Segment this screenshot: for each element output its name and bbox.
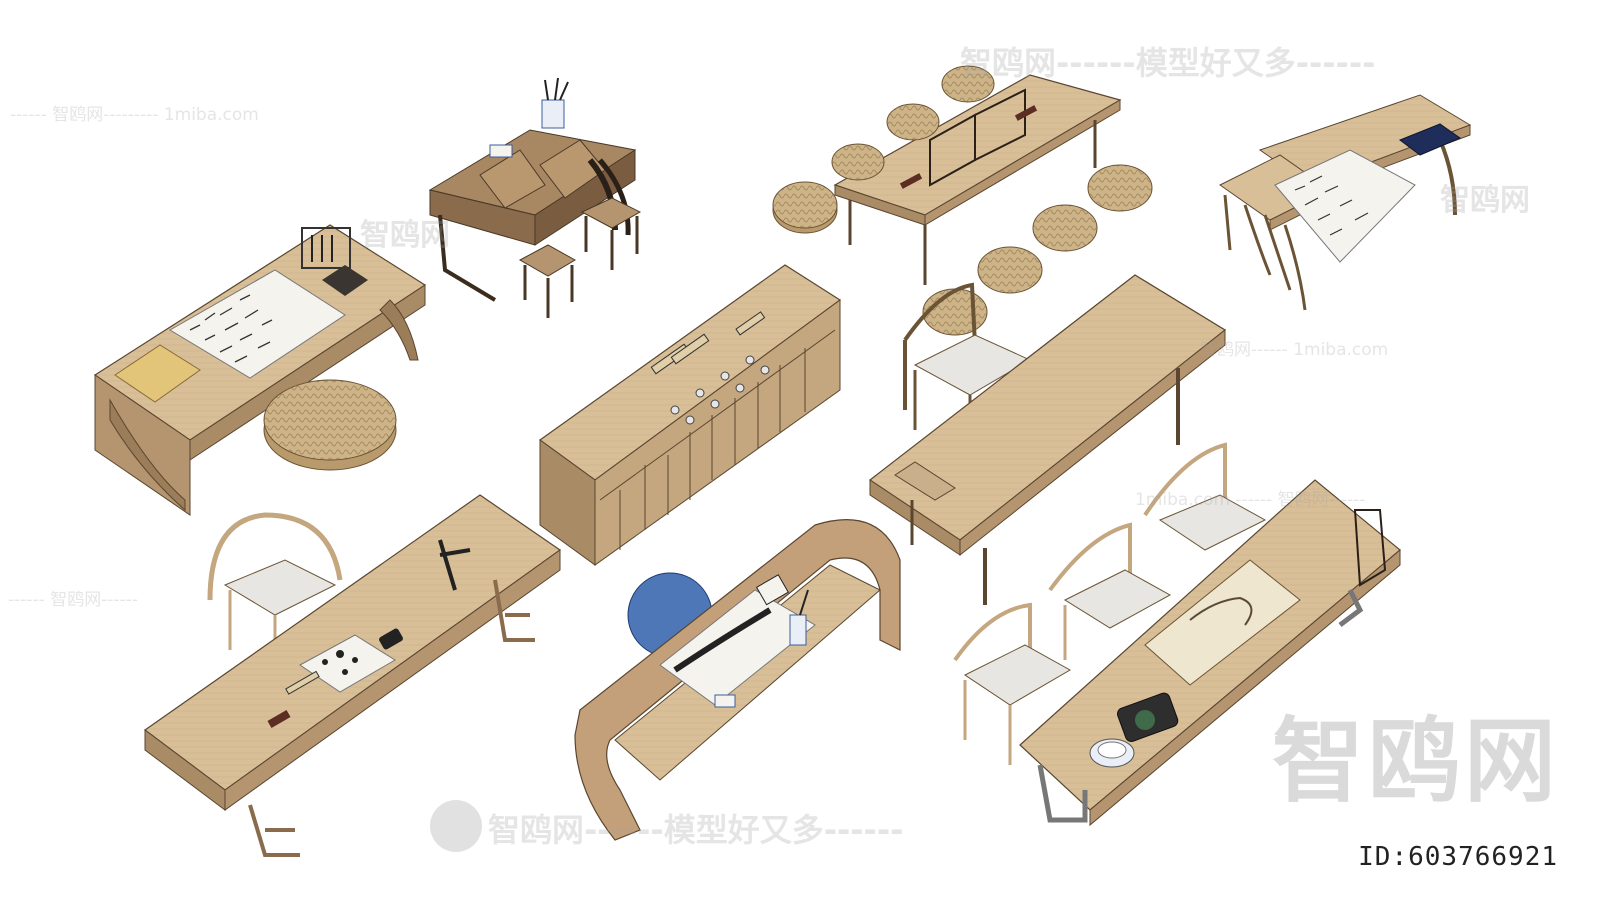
tea-table-with-cushions bbox=[772, 65, 1153, 336]
round-cushion bbox=[886, 103, 940, 141]
book bbox=[1398, 123, 1462, 156]
scroll bbox=[650, 311, 766, 375]
armchair bbox=[1143, 442, 1267, 551]
calligraphy-sheet bbox=[299, 634, 396, 693]
roundback-chair bbox=[207, 512, 343, 670]
ink-stone bbox=[322, 265, 368, 296]
round-cushion bbox=[977, 246, 1043, 294]
curved-scroll-desk bbox=[574, 519, 901, 841]
armchair bbox=[953, 602, 1072, 765]
ink-stone bbox=[379, 628, 403, 650]
calligraphy-desk-scroll bbox=[93, 224, 427, 516]
round-cushion bbox=[831, 143, 885, 181]
round-cushion bbox=[1032, 204, 1098, 252]
ink-painting-sheet bbox=[659, 589, 816, 706]
round-cushion bbox=[941, 65, 995, 103]
round-cushion bbox=[922, 288, 988, 336]
scroll-cabinet bbox=[538, 264, 842, 566]
straw-cushion bbox=[263, 379, 397, 471]
model-id: ID:603766921 bbox=[1358, 842, 1558, 872]
round-cushion bbox=[772, 181, 838, 234]
watermark-brand: 智鸥网 bbox=[1271, 708, 1560, 815]
brush-rack bbox=[301, 227, 351, 269]
armchair bbox=[1048, 522, 1172, 660]
small-desk-with-bench bbox=[1219, 94, 1472, 311]
watermark-logo bbox=[430, 800, 482, 852]
table-with-three-chairs bbox=[953, 442, 1401, 827]
carved-table-with-stools bbox=[428, 77, 642, 318]
desk-with-roundback-chair bbox=[143, 494, 562, 857]
stool bbox=[580, 197, 642, 270]
stool bbox=[518, 244, 577, 318]
round-cushion bbox=[1087, 164, 1153, 212]
ink-painting bbox=[1144, 559, 1301, 686]
brush-pot bbox=[541, 99, 565, 129]
long-table-with-chair bbox=[868, 274, 1227, 605]
brush-pot bbox=[789, 614, 807, 646]
